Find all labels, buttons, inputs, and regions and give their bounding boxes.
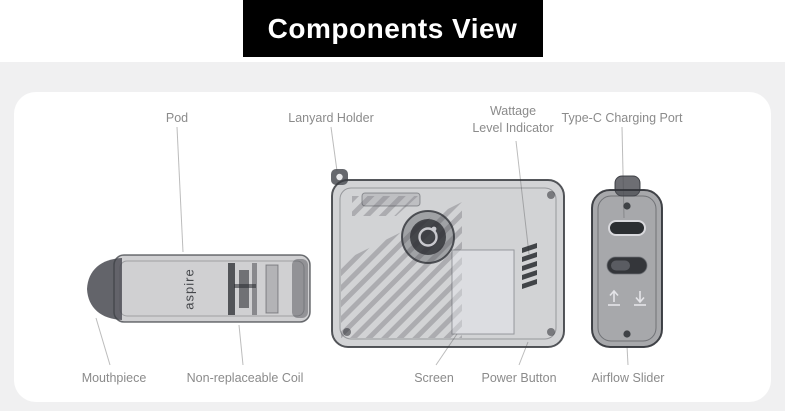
label-wattage-line1: Wattage	[489, 104, 537, 118]
label-type-c-charging-port: Type-C Charging Port	[561, 111, 683, 125]
label-mouthpiece: Mouthpiece	[81, 371, 147, 385]
label-lanyard-holder: Lanyard Holder	[288, 111, 374, 125]
label-pod: Pod	[165, 111, 189, 125]
page-title: Components View	[267, 12, 518, 44]
label-wattage-line2: Level Indicator	[472, 121, 554, 135]
label-airflow-slider: Airflow Slider	[591, 371, 665, 385]
title-banner: Components View	[242, 0, 543, 57]
label-non-replaceable-coil: Non-replaceable Coil	[186, 371, 304, 385]
label-screen: Screen	[414, 371, 454, 385]
components-card	[14, 92, 771, 402]
label-wattage-level-indicator: Wattage Level Indicator	[472, 103, 553, 137]
label-power-button: Power Button	[481, 371, 557, 385]
